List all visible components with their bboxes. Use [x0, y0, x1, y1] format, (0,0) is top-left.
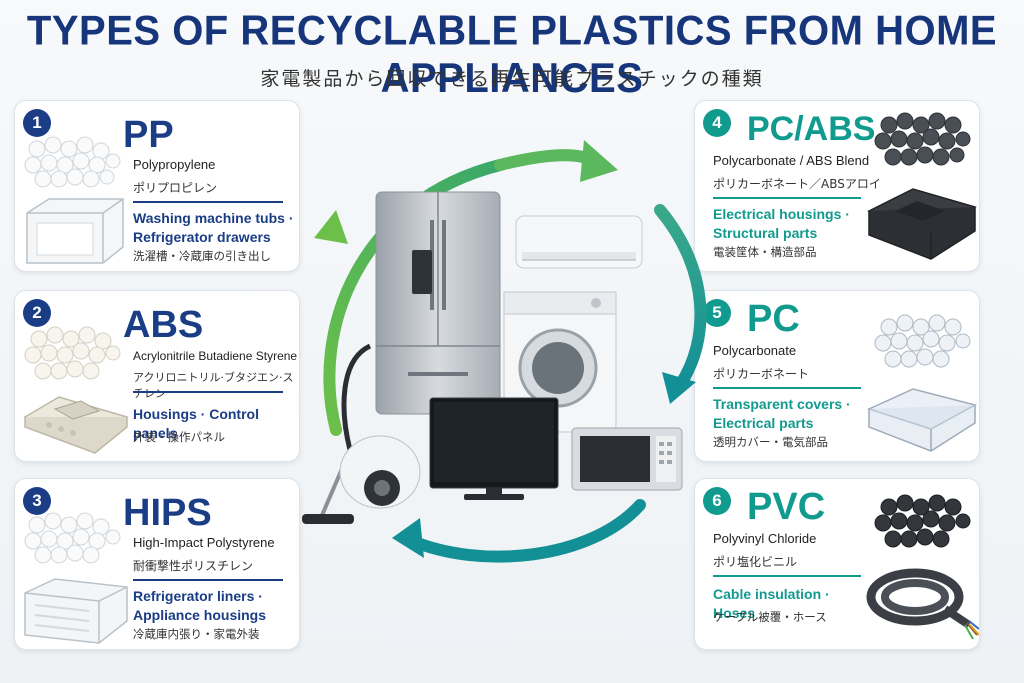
plastic-code: PVC — [747, 486, 826, 528]
air-conditioner-image — [515, 215, 643, 269]
plastic-card-pc-abs: 4 PC/ABS Polycarbonate / ABS Blend ポリカーボ… — [694, 100, 980, 272]
plastic-uses: Housings · Control panels — [133, 405, 299, 443]
loop-arrow-top-right — [494, 149, 601, 171]
plastic-uses: Refrigerator liners · Appliance housings — [133, 587, 299, 625]
use-line: Electrical housings · — [713, 206, 850, 222]
plastic-name-jp: ポリプロピレン — [133, 181, 218, 195]
plastic-uses: Washing machine tubs · Refrigerator draw… — [133, 209, 299, 247]
plastic-name-en: Polycarbonate / ABS Blend — [713, 153, 870, 168]
number-badge: 6 — [703, 487, 731, 515]
plastic-code: HIPS — [123, 492, 212, 534]
plastic-code: PC/ABS — [747, 110, 876, 148]
plastic-name-en: Acrylonitrile Butadiene Styrene — [133, 349, 298, 363]
loop-arrow-bottom — [404, 499, 646, 563]
use-line: Housings · Control panels — [133, 406, 259, 441]
use-line: Refrigerator drawers — [133, 229, 271, 245]
arrow-head — [662, 372, 696, 404]
plastic-card-hips: 3 HIPS High-Impact Polystyrene 耐衝撃性ポリスチレ… — [14, 478, 300, 650]
plastic-card-pc: 5 PC Polycarbonate ポリカーボネート Transparent … — [694, 290, 980, 462]
use-line: Cable insulation · Hoses — [713, 586, 830, 621]
microwave-image — [571, 427, 683, 491]
plastic-uses-jp: ケーブル被覆・ホース — [713, 610, 827, 624]
plastic-name-jp: ポリ塩化ビニル — [713, 555, 798, 569]
number-badge: 2 — [23, 299, 51, 327]
plastic-uses: Transparent covers · Electrical parts — [713, 395, 863, 433]
plastic-card-pvc: 6 PVC Polyvinyl Chloride ポリ塩化ビニル Cable i… — [694, 478, 980, 650]
use-line: Electrical parts — [713, 415, 814, 431]
abs-pellets-and-panel-image — [23, 326, 129, 454]
use-line: Appliance housings — [133, 607, 267, 623]
plastic-uses-jp: 洗濯槽・冷蔵庫の引き出し — [133, 249, 271, 263]
pp-pellets-and-tub-image — [24, 136, 124, 264]
television-image — [429, 397, 559, 500]
divider — [713, 197, 861, 199]
plastic-name-en: Polycarbonate — [713, 343, 797, 358]
number-badge: 5 — [703, 299, 731, 327]
pvc-pellets-and-cable-image — [866, 494, 979, 640]
arrow-head — [580, 140, 618, 182]
washing-machine-image — [503, 291, 617, 433]
plastic-name-en: Polypropylene — [133, 157, 216, 172]
plastic-name-jp: ポリカーボネート／ABSアロイ — [713, 177, 881, 191]
plastic-name-en: Polyvinyl Chloride — [713, 531, 817, 546]
divider — [133, 201, 283, 203]
plastic-uses: Electrical housings · Structural parts — [713, 205, 863, 243]
plastic-code: PC — [747, 298, 800, 340]
plastic-card-pp: 1 PP Polypropylene ポリプロピレン Washing machi… — [14, 100, 300, 272]
plastic-code: PP — [123, 114, 174, 156]
plastic-card-abs: 2 ABS Acrylonitrile Butadiene Styrene アク… — [14, 290, 300, 462]
pc-pellets-and-clear-cover-image — [866, 314, 978, 452]
divider — [133, 579, 283, 581]
use-line: Refrigerator liners · — [133, 588, 263, 604]
page-title: TYPES OF RECYCLABLE PLASTICS FROM HOME A… — [26, 7, 998, 102]
plastic-uses: Cable insulation · Hoses — [713, 585, 873, 623]
plastic-uses-jp: 電装筐体・構造部品 — [713, 245, 817, 259]
use-line: Transparent covers · — [713, 396, 851, 412]
loop-arrow-right — [654, 204, 707, 391]
plastic-name-jp: ポリカーボネート — [713, 367, 810, 381]
refrigerator-image — [375, 191, 501, 415]
number-badge: 1 — [23, 109, 51, 137]
arrow-head — [392, 518, 424, 558]
number-badge: 4 — [703, 109, 731, 137]
plastic-name-jp: アクリロニトリル·ブタジエン·スチレン — [133, 371, 294, 400]
use-line: Washing machine tubs · — [133, 210, 294, 226]
plastic-name-jp: 耐衝撃性ポリスチレン — [133, 559, 254, 573]
divider — [713, 575, 861, 577]
divider — [133, 391, 283, 393]
appliances-recycling-loop — [302, 140, 707, 563]
number-badge: 3 — [23, 487, 51, 515]
hips-pellets-and-liner-image — [24, 512, 128, 644]
plastic-name-en: High-Impact Polystyrene — [133, 535, 275, 550]
use-line: Structural parts — [713, 225, 818, 241]
arrow-head — [314, 210, 348, 244]
divider — [713, 387, 861, 389]
loop-arrow-top-left — [323, 159, 506, 436]
plastic-uses-jp: 透明カバー・電気部品 — [713, 435, 828, 449]
pc-abs-pellets-and-housing-image — [867, 112, 977, 260]
page-subtitle: 家電製品から回収できる再生可能プラスチックの種類 — [260, 68, 764, 90]
plastic-uses-jp: 冷蔵庫内張り・家電外装 — [133, 627, 260, 641]
plastic-uses-jp: 外装・操作パネル — [133, 430, 225, 444]
vacuum-cleaner-image — [302, 343, 421, 524]
plastic-code: ABS — [123, 304, 204, 346]
